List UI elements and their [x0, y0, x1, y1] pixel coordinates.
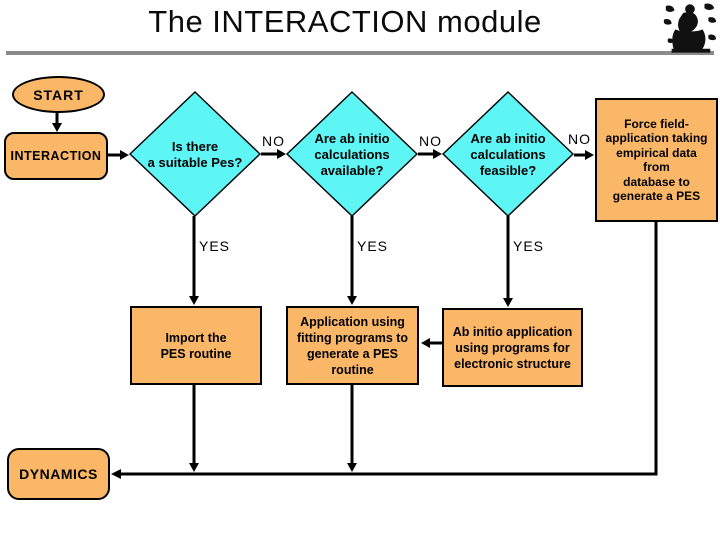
edge-label-no-2: NO — [419, 133, 442, 149]
title-divider — [6, 51, 714, 55]
ab-initio-application-node: Ab initio application using programs for… — [442, 308, 583, 387]
edge-label-yes-3: YES — [513, 238, 545, 254]
university-emblem-logo — [663, 3, 717, 53]
edge-label-no-1: NO — [262, 133, 285, 149]
edge-label-no-3: NO — [568, 131, 591, 147]
fitting-programs-node: Application using fitting programs to ge… — [286, 306, 419, 385]
decision-calcs-available-label: Are ab initio calculations available? — [314, 131, 390, 178]
interaction-node: INTERACTION — [4, 132, 108, 180]
force-field-node: Force field- application taking empirica… — [595, 98, 718, 222]
page-title: The INTERACTION module — [148, 4, 542, 39]
dynamics-node: DYNAMICS — [7, 448, 110, 500]
decision-calcs-feasible-label: Are ab initio calculations feasible? — [470, 131, 546, 178]
start-node: START — [12, 76, 105, 113]
edge-label-yes-2: YES — [357, 238, 389, 254]
edge-label-yes-1: YES — [199, 238, 231, 254]
import-pes-node: Import the PES routine — [130, 306, 262, 385]
decision-suitable-pes-label: Is there a suitable Pes? — [147, 139, 243, 170]
